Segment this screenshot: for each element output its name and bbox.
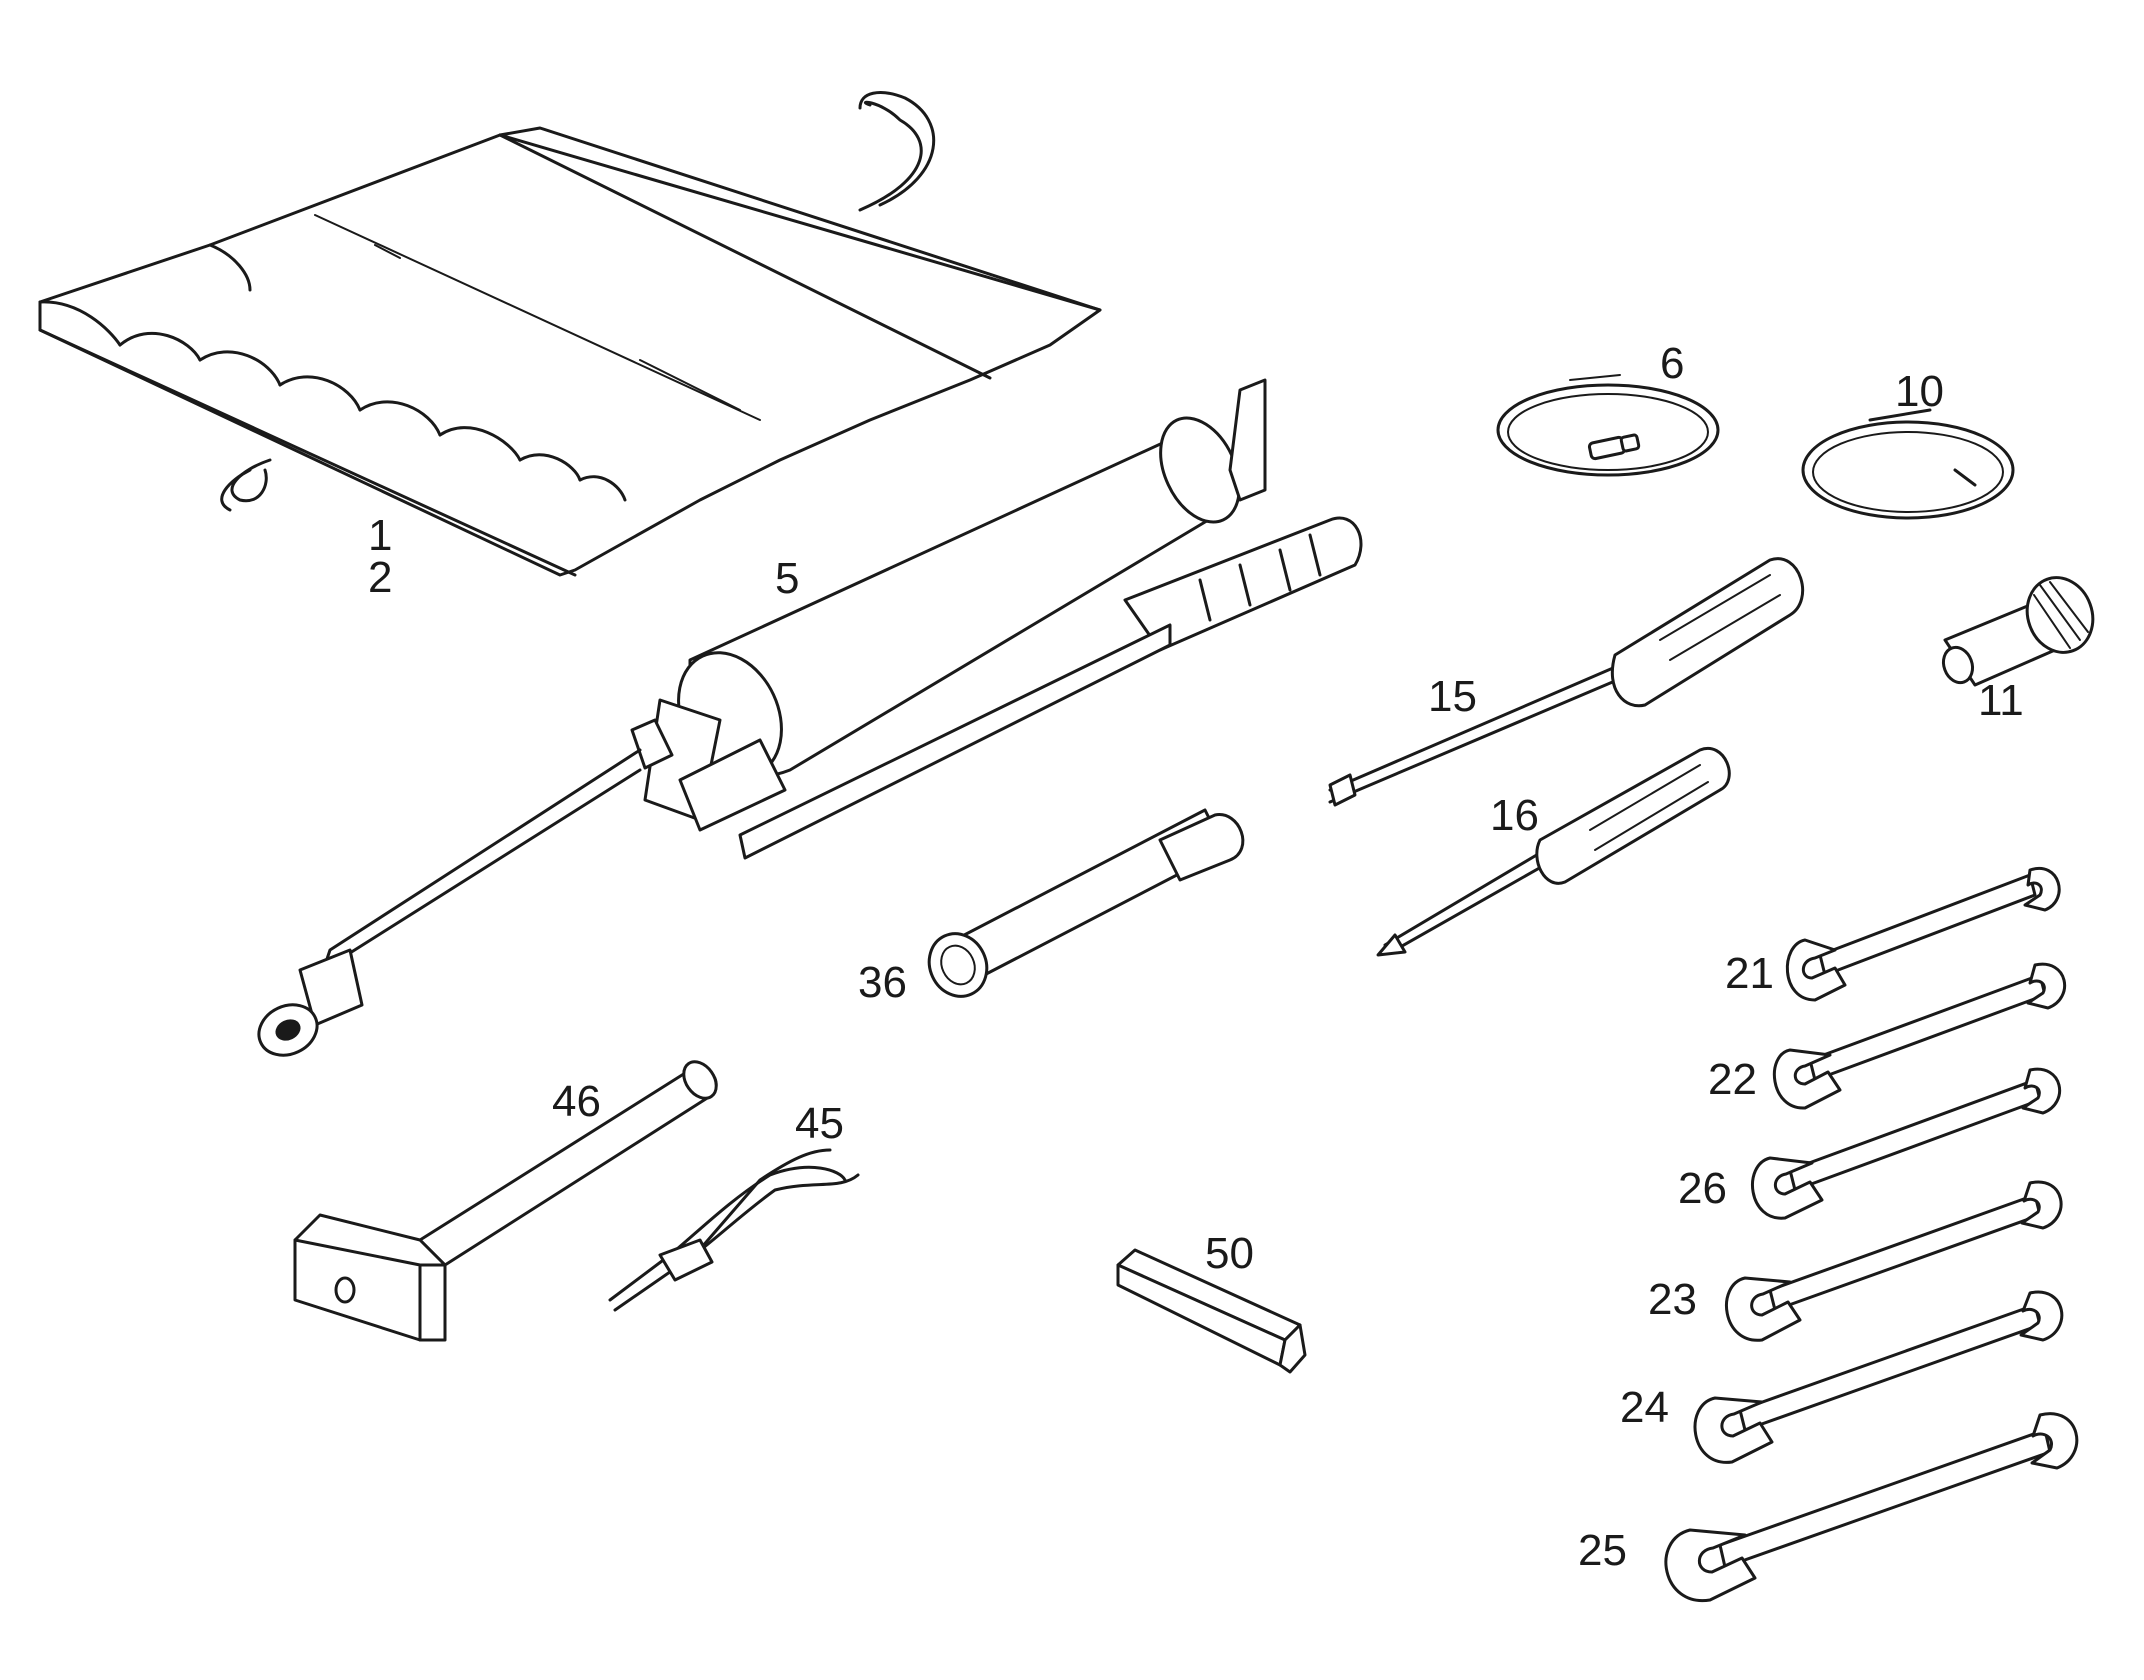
- spanner-21-drawing: [1785, 866, 2061, 1002]
- spanner-25-drawing: [1664, 1412, 2079, 1603]
- label-2: 2: [368, 553, 392, 602]
- screwdriver-16-drawing: [1376, 746, 1731, 957]
- label-36: 36: [858, 958, 907, 1007]
- label-24: 24: [1620, 1383, 1669, 1432]
- label-22: 22: [1708, 1055, 1757, 1104]
- label-6: 6: [1660, 339, 1684, 388]
- label-46: 46: [552, 1077, 601, 1126]
- nipple-11-drawing: [1941, 576, 2095, 687]
- hex-bar-50-drawing: [1116, 1248, 1307, 1374]
- label-5: 5: [775, 554, 799, 603]
- tube-coil-10-drawing: [1801, 408, 2015, 520]
- label-45: 45: [795, 1099, 844, 1148]
- label-10: 10: [1895, 367, 1944, 416]
- spanner-23-drawing: [1724, 1180, 2063, 1342]
- spanner-22-drawing: [1773, 962, 2066, 1110]
- label-11: 11: [1978, 676, 2024, 725]
- label-50: 50: [1205, 1229, 1254, 1278]
- label-26: 26: [1678, 1164, 1727, 1213]
- label-16: 16: [1490, 791, 1539, 840]
- label-21: 21: [1725, 949, 1774, 998]
- tube-coil-6-drawing: [1496, 374, 1720, 477]
- spanner-26-drawing: [1750, 1067, 2061, 1220]
- label-15: 15: [1428, 672, 1477, 721]
- box-spanner-36-drawing: [927, 808, 1245, 998]
- spanner-24-drawing: [1693, 1290, 2064, 1464]
- tool-roll-drawing: [38, 91, 1102, 577]
- pliers-45-drawing: [608, 1148, 860, 1312]
- grease-gun-drawing: [257, 378, 1363, 1057]
- label-25: 25: [1578, 1526, 1627, 1575]
- label-1: 1: [368, 511, 392, 560]
- hammer-46-drawing: [293, 1060, 718, 1342]
- label-23: 23: [1648, 1275, 1697, 1324]
- screwdriver-15-drawing: [1328, 557, 1805, 807]
